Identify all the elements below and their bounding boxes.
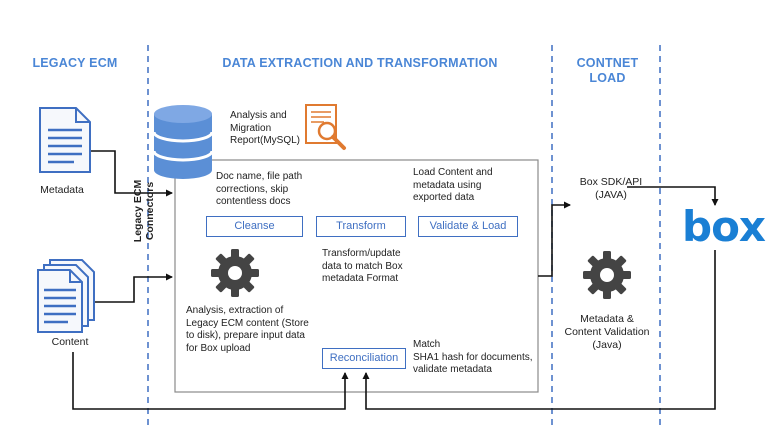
docname-line: Doc name, file path bbox=[216, 171, 303, 182]
docname-line: corrections, skip bbox=[216, 183, 289, 195]
match-note: Match SHA1 hash for documents, validate … bbox=[413, 339, 533, 377]
box-logo: box bbox=[682, 202, 766, 251]
report-magnifier-icon bbox=[305, 104, 346, 150]
transform-line: data to match Box bbox=[322, 260, 403, 272]
connectors-line: Legacy ECM bbox=[132, 179, 144, 243]
report-line: Migration bbox=[230, 122, 272, 134]
gear-icon bbox=[583, 251, 631, 299]
content-load-header-line: LOAD bbox=[589, 71, 626, 85]
database-icon bbox=[152, 105, 214, 179]
analysis-line: to disk), prepare input data bbox=[186, 330, 305, 341]
validation-line: Content Validation bbox=[564, 326, 650, 338]
validate-load-step: Validate & Load bbox=[418, 216, 518, 237]
transform-note: Transform/update data to match Box metad… bbox=[322, 248, 403, 286]
cleanse-step: Cleanse bbox=[206, 216, 303, 237]
extraction-header: DATA EXTRACTION AND TRANSFORMATION bbox=[222, 56, 498, 70]
transform-line: metadata Format bbox=[322, 273, 399, 284]
analysis-line: Legacy ECM content (Store bbox=[186, 317, 309, 329]
report-line: Report(MySQL) bbox=[230, 135, 301, 146]
content-label: Content bbox=[51, 336, 89, 348]
legacy-ecm-header: LEGACY ECM bbox=[32, 56, 118, 70]
analysis-line: Analysis, extraction of bbox=[186, 305, 284, 316]
docname-line: contentless docs bbox=[216, 196, 291, 207]
report-text: Analysis and Migration Report(MySQL) bbox=[230, 110, 300, 148]
content-load-header-line: CONTNET bbox=[576, 56, 639, 70]
gear-icon bbox=[211, 249, 259, 297]
sdk-line: Box SDK/API bbox=[579, 176, 643, 188]
load-connector bbox=[538, 201, 571, 277]
transform-step: Transform bbox=[316, 216, 406, 237]
load-line: Load Content and bbox=[413, 167, 493, 178]
load-note: Load Content and metadata using exported… bbox=[413, 167, 493, 205]
analysis-line: for Box upload bbox=[186, 342, 251, 354]
sdk-to-box-connector bbox=[627, 186, 719, 206]
match-line: validate metadata bbox=[413, 364, 492, 375]
validation-label: Metadata & Content Validation (Java) bbox=[556, 313, 658, 352]
sdk-line: (JAVA) bbox=[595, 189, 627, 201]
stacked-documents-icon bbox=[37, 259, 95, 333]
docname-note: Doc name, file path corrections, skip co… bbox=[216, 171, 302, 209]
match-line: Match bbox=[413, 339, 441, 350]
content-to-reconciliation-connector bbox=[72, 352, 349, 410]
sdk-label: Box SDK/API (JAVA) bbox=[565, 176, 657, 202]
load-line: exported data bbox=[413, 192, 475, 203]
analysis-note: Analysis, extraction of Legacy ECM conte… bbox=[186, 305, 309, 355]
metadata-label: Metadata bbox=[40, 184, 84, 196]
report-line: Analysis and bbox=[230, 110, 287, 121]
box-to-reconciliation-connector bbox=[362, 250, 716, 410]
metadata-connector bbox=[88, 150, 173, 197]
content-connector bbox=[90, 273, 173, 303]
document-icon bbox=[39, 107, 91, 173]
transform-line: Transform/update bbox=[322, 248, 401, 259]
validation-line: Metadata & bbox=[580, 313, 634, 325]
content-load-header: CONTNET LOAD bbox=[565, 56, 650, 86]
load-line: metadata using bbox=[413, 179, 482, 191]
match-line: SHA1 hash for documents, bbox=[413, 351, 533, 363]
reconciliation-step: Reconciliation bbox=[322, 348, 406, 369]
validation-line: (Java) bbox=[592, 339, 622, 351]
